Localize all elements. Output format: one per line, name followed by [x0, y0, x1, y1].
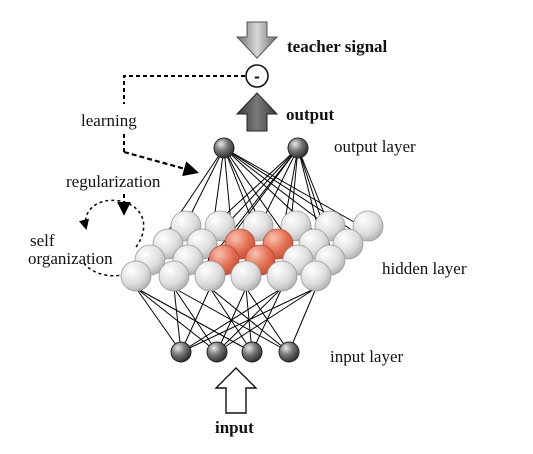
output-layer-label: output layer	[334, 137, 416, 156]
comparator-symbol: -	[254, 67, 260, 86]
hidden-neuron	[266, 260, 298, 292]
input-neuron	[278, 341, 300, 363]
input-connection	[245, 287, 290, 353]
learning-arrow	[123, 150, 199, 177]
input-connection	[173, 287, 290, 353]
learning-label: learning	[81, 111, 137, 130]
output-neuron	[213, 137, 235, 159]
regularization-label: regularization	[66, 172, 161, 191]
self-organization-loop	[78, 199, 145, 248]
organization-label: organization	[28, 249, 113, 268]
io-layer-neurons	[170, 137, 309, 363]
input-connection	[173, 287, 218, 353]
output-connection	[207, 147, 299, 263]
input-neuron	[206, 341, 228, 363]
input-neuron	[241, 341, 263, 363]
hidden-neuron	[158, 260, 190, 292]
teacher-signal-arrow	[235, 21, 279, 59]
teacher-signal-label: teacher signal	[287, 37, 388, 56]
input-connection	[173, 287, 182, 353]
hidden-layer-neurons	[120, 210, 384, 292]
output-connection	[223, 147, 331, 229]
output-connection	[223, 147, 369, 231]
hidden-neuron	[120, 260, 152, 292]
hidden-layer-label: hidden layer	[382, 259, 467, 278]
input-label: input	[215, 418, 254, 437]
hidden-neuron	[300, 260, 332, 292]
input-connection	[135, 287, 182, 353]
hidden-neuron	[352, 210, 384, 242]
learning-feedback-line	[123, 75, 245, 104]
output-arrow	[235, 92, 279, 132]
output-label: output	[286, 105, 335, 124]
input-arrow	[214, 367, 258, 414]
hidden-neuron	[230, 260, 262, 292]
input-connection	[135, 287, 218, 353]
comparator-circle	[245, 64, 269, 88]
input-connection	[209, 287, 290, 353]
hidden-neuron	[194, 260, 226, 292]
input-connection	[288, 287, 317, 353]
input-connection	[135, 287, 253, 353]
self-label: self	[30, 231, 55, 250]
output-neuron	[287, 137, 309, 159]
input-layer-label: input layer	[330, 347, 404, 366]
input-neuron	[170, 341, 192, 363]
